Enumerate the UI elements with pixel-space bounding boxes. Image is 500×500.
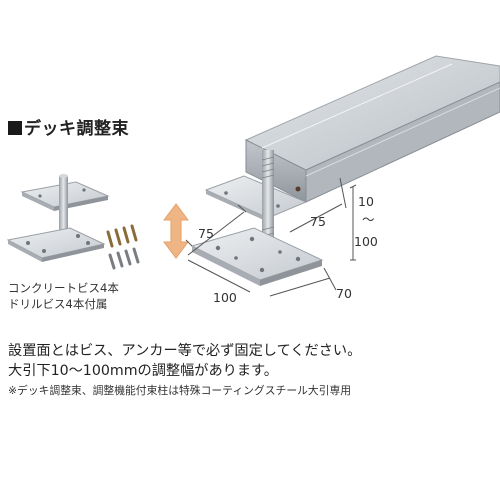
dimension-lines	[185, 177, 357, 297]
section-title-text: デッキ調整束	[24, 119, 129, 139]
base-plate	[190, 227, 324, 286]
dim-height-tilde: 〜	[362, 212, 375, 227]
dim-base-width: 100	[213, 290, 237, 305]
small-support-product	[6, 174, 110, 262]
caption-concrete-screws: コンクリートビス4本	[8, 281, 119, 295]
description-line-2: 大引下10〜100mmの調整幅があります。	[8, 363, 278, 379]
footnote: ※デッキ調整束、調整機能付束柱は特殊コーティングスチール大引専用	[8, 384, 352, 397]
dim-base-depth: 70	[336, 286, 352, 301]
screws-icon	[106, 224, 140, 270]
section-title: デッキ調整束	[8, 114, 129, 139]
height-adjust-arrow-icon	[163, 203, 189, 259]
square-bullet-icon	[8, 121, 22, 135]
upper-plate	[204, 175, 308, 222]
caption-drill-screws: ドリルビス4本付属	[8, 297, 108, 311]
joist-beam	[244, 55, 500, 203]
dim-upper-width: 75	[198, 226, 214, 241]
dim-height-top: 10	[358, 194, 374, 209]
dim-upper-depth: 75	[310, 214, 326, 229]
dim-height-bottom: 100	[354, 234, 378, 249]
description-line-1: 設置面とはビス、アンカー等で必ず固定してください。	[8, 343, 362, 359]
